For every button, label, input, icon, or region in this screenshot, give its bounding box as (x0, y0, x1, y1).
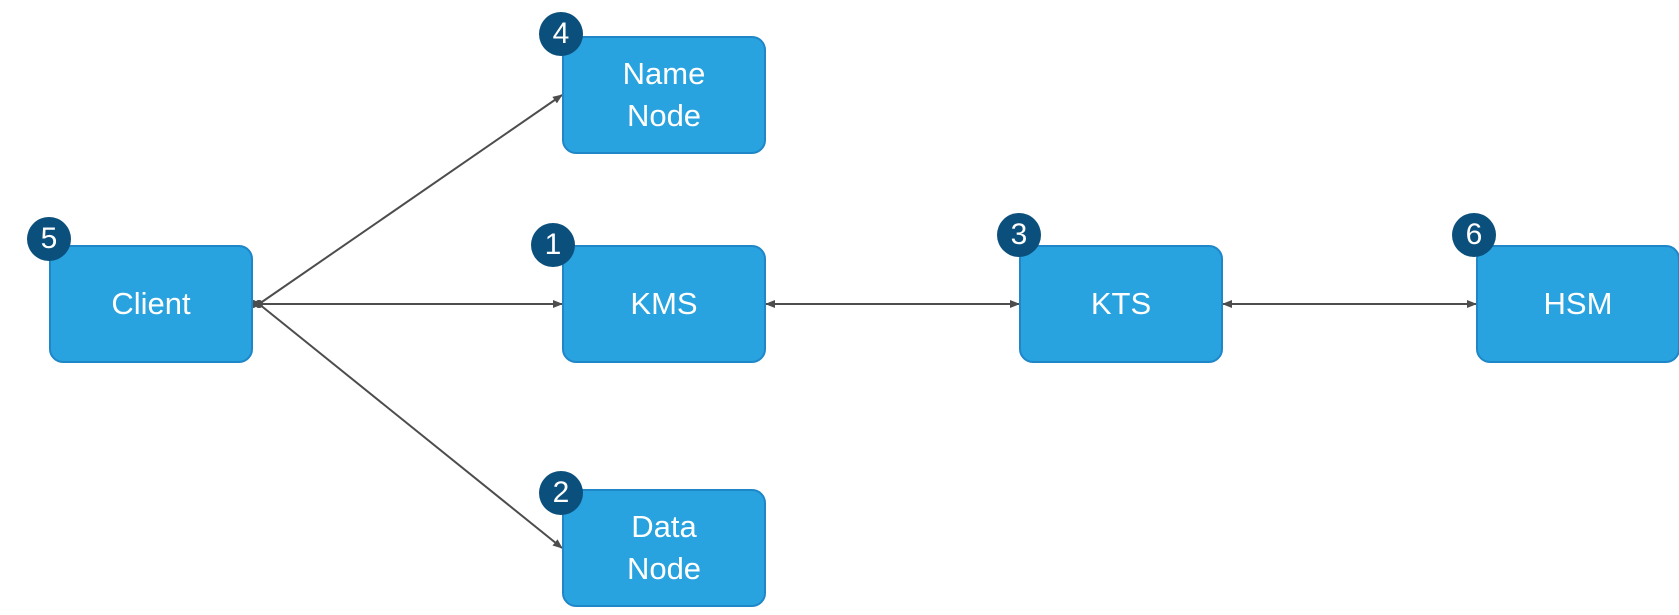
kms-node-label: KMS (630, 286, 698, 321)
client-step-badge: 5 (27, 217, 71, 261)
data-node-step-number: 2 (552, 476, 570, 509)
connector-client-to-name-node (255, 94, 563, 308)
kts-node-label: KTS (1090, 286, 1152, 321)
name-node-step-number: 4 (552, 17, 570, 50)
data-node-node: Data Node (562, 489, 766, 607)
kms-step-badge: 1 (531, 223, 575, 267)
hsm-node: HSM (1476, 245, 1679, 363)
client-step-number: 5 (40, 222, 58, 255)
hsm-step-number: 6 (1465, 218, 1483, 251)
name-node-label: Name Node (622, 56, 706, 133)
hsm-node-label: HSM (1543, 286, 1613, 321)
client-node-label: Client (111, 286, 191, 321)
kts-step-number: 3 (1010, 218, 1028, 251)
data-node-step-badge: 2 (539, 471, 583, 515)
name-node-step-badge: 4 (539, 12, 583, 56)
data-node-label: Data Node (626, 509, 702, 586)
client-node: Client (49, 245, 253, 363)
name-node-node: Name Node (562, 36, 766, 154)
hsm-step-badge: 6 (1452, 213, 1496, 257)
kms-step-number: 1 (544, 228, 562, 261)
kms-node: KMS (562, 245, 766, 363)
kts-node: KTS (1019, 245, 1223, 363)
connector-client-to-data-node (255, 300, 563, 549)
kts-step-badge: 3 (997, 213, 1041, 257)
